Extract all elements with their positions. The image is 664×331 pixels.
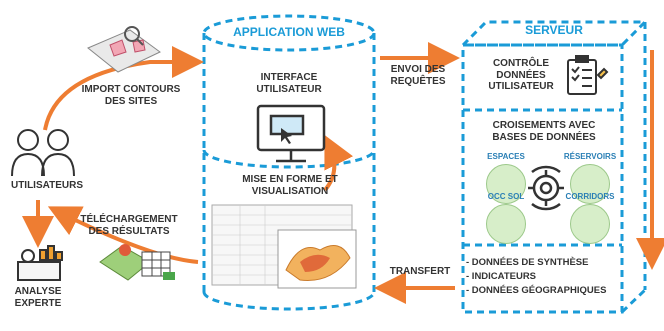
- control-label: CONTRÔLE DONNÉES UTILISATEUR: [488, 58, 554, 92]
- arrow-download: [47, 206, 199, 264]
- output-item: - INDICATEURS: [466, 270, 537, 282]
- requests-label: ENVOI DES REQUÊTES: [390, 64, 446, 87]
- interface-label: INTERFACE UTILISATEUR: [256, 72, 322, 95]
- application-header: APPLICATION WEB: [233, 25, 345, 39]
- download-map-icon: [99, 244, 175, 281]
- users-icon: [11, 129, 75, 177]
- db-label-reservoirs: RÉSERVOIRS: [563, 152, 617, 161]
- import-label: IMPORT CONTOURS DES SITES: [81, 84, 181, 107]
- db-bubble-espaces: ESPACES: [486, 152, 526, 204]
- db-bubble-corridors: CORRIDORS: [566, 192, 614, 244]
- db-label-occ-sol: OCC SOL: [487, 192, 525, 201]
- clipboard-icon: [567, 55, 609, 95]
- gear-icon: [528, 165, 564, 211]
- monitor-icon: [256, 104, 326, 163]
- db-label-espaces: ESPACES: [487, 152, 525, 161]
- application-cylinder: [202, 14, 376, 311]
- output-list: - DONNÉES DE SYNTHÈSE - INDICATEURS - DO…: [466, 256, 626, 297]
- flow-arrows: [22, 42, 664, 304]
- format-label: MISE EN FORME ET VISUALISATION: [242, 174, 338, 197]
- download-label: TÉLÉCHARGEMENT DES RÉSULTATS: [80, 214, 178, 237]
- output-item: - DONNÉES DE SYNTHÈSE: [466, 257, 589, 268]
- visualization-sheets: [211, 204, 357, 289]
- arrow-visual-up: [323, 134, 354, 192]
- db-label-corridors: CORRIDORS: [565, 192, 615, 201]
- crossing-label: CROISEMENTS AVEC BASES DE DONNÉES: [492, 120, 596, 143]
- users-label: UTILISATEURS: [10, 180, 84, 191]
- server-cube: [459, 20, 649, 314]
- server-header: SERVEUR: [525, 23, 583, 37]
- db-bubble-occ-sol: OCC SOL: [486, 192, 526, 244]
- db-bubble-reservoirs: RÉSERVOIRS: [564, 152, 616, 204]
- map-import-icon: [87, 26, 161, 73]
- analyst-icon: [17, 245, 63, 281]
- transfer-label: TRANSFERT: [389, 266, 451, 277]
- arrow-import: [43, 46, 204, 131]
- analysis-label: ANALYSE EXPERTE: [14, 286, 62, 309]
- output-item: - DONNÉES GÉOGRAPHIQUES: [466, 284, 607, 296]
